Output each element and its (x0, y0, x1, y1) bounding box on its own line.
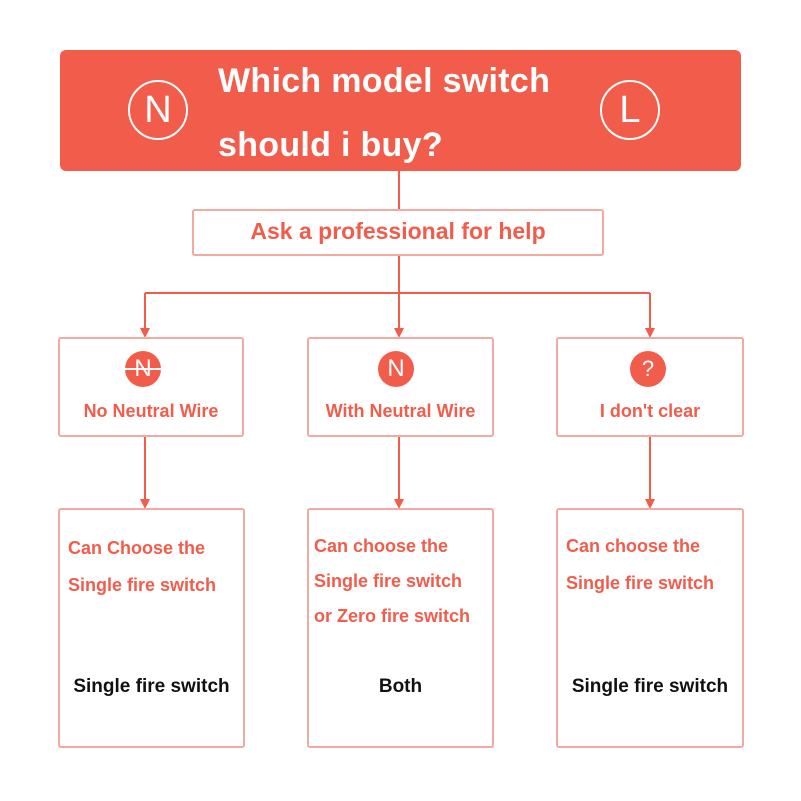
live-badge-icon: L (600, 80, 660, 140)
neutral-badge-icon: N (128, 80, 188, 140)
result-3-answer: Single fire switch (571, 676, 729, 697)
result-1-line-2: Single fire switch (68, 575, 217, 595)
result-3-line-1: Can choose the (566, 536, 701, 556)
result-box-3 (556, 508, 744, 748)
result-3-line-2: Single fire switch (566, 573, 715, 593)
result-box-2 (307, 508, 494, 748)
option-with-neutral-label: With Neutral Wire (325, 401, 476, 421)
result-2-line-2: Single fire switch (314, 571, 463, 591)
result-1-answer: Single fire switch (73, 676, 230, 697)
option-dont-clear-label: I don't clear (599, 401, 701, 421)
option-no-neutral-label: No Neutral Wire (83, 401, 219, 421)
n-crossed-strike (118, 368, 168, 370)
question-icon: ? (630, 351, 666, 387)
ask-professional-box (192, 209, 604, 256)
result-box-1 (58, 508, 245, 748)
result-2-line-3: or Zero fire switch (314, 606, 471, 626)
ask-professional-label: Ask a professional for help (250, 218, 546, 244)
result-1-line-1: Can Choose the (68, 538, 206, 558)
result-2-answer: Both (378, 676, 423, 697)
n-icon: N (378, 351, 414, 387)
title-line-2: should i buy? (218, 126, 443, 164)
result-2-line-1: Can choose the (314, 536, 449, 556)
title-line-1: Which model switch (218, 62, 551, 100)
